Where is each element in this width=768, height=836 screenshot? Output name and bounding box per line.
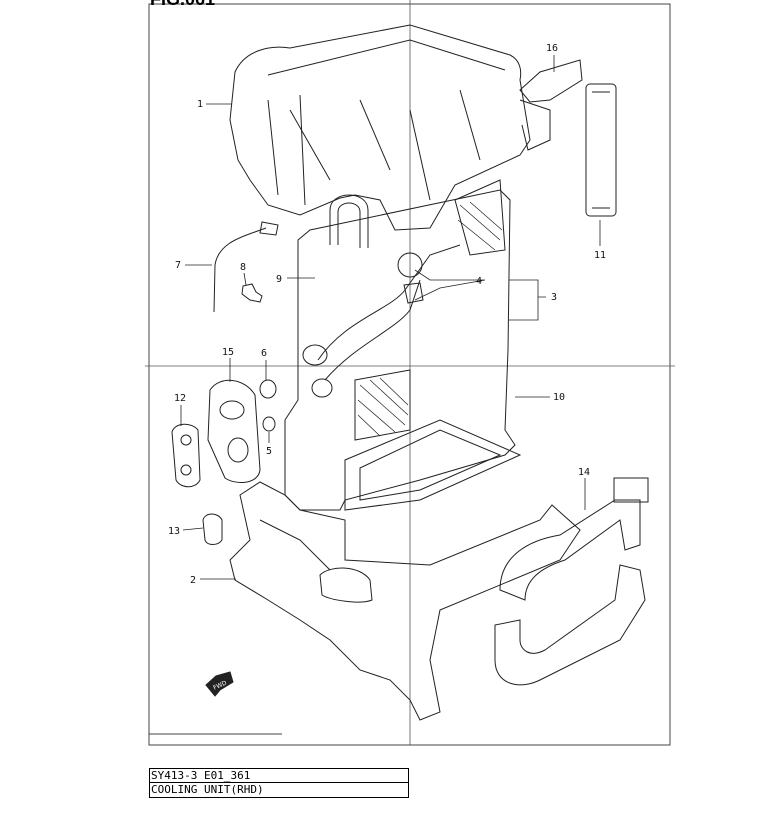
upper-case-ribs — [289, 89, 481, 201]
figure-title: FIG.061 — [150, 0, 215, 9]
upper-case-ridge — [267, 39, 506, 76]
gasket-hole-lower — [227, 437, 249, 463]
drain-case-opening — [319, 567, 373, 603]
valve-ring — [397, 252, 423, 278]
callout-3: 3 — [551, 292, 557, 303]
connector-part8 — [241, 283, 263, 303]
leader-4 — [414, 269, 486, 301]
callout-4: 4 — [476, 276, 482, 287]
gasket-part15 — [207, 380, 261, 483]
callouts: 1 2 3 4 5 6 7 8 9 10 11 12 13 14 15 16 — [168, 43, 606, 586]
lower-case-part10 — [284, 189, 516, 511]
pipe-fitting-lower — [311, 378, 333, 398]
sensor-plug — [259, 221, 279, 236]
hose-cap — [613, 477, 649, 503]
leader-3 — [509, 279, 546, 321]
drain-case-part2 — [229, 481, 581, 721]
u-pipe-outer — [329, 194, 369, 248]
clip-hole-lower — [180, 464, 192, 476]
clip-hole-upper — [180, 434, 192, 446]
callout-5: 5 — [266, 446, 272, 457]
evaporator-hatch — [357, 377, 409, 437]
drain-case-edge — [259, 519, 331, 571]
clip-part12 — [171, 423, 201, 488]
tray — [344, 419, 522, 511]
leader-8 — [243, 272, 247, 286]
sensor-wire-part7 — [213, 227, 267, 313]
callout-10: 10 — [553, 392, 565, 403]
hose-upper-part14 — [499, 499, 641, 601]
bracket-plate — [519, 99, 551, 151]
callout-14: 14 — [578, 467, 590, 478]
diagram-frame — [148, 3, 671, 746]
cooling-unit-drawing — [171, 24, 649, 721]
caption-code: SY413-3 E01_361 — [149, 768, 409, 783]
o-ring-part6 — [259, 379, 277, 399]
callout-1: 1 — [197, 99, 203, 110]
upper-case-part1 — [229, 24, 531, 231]
clamp-part13 — [202, 513, 223, 545]
pipe-fitting-upper — [302, 344, 328, 366]
callout-2: 2 — [190, 575, 196, 586]
callout-8: 8 — [240, 262, 246, 273]
callout-16: 16 — [546, 43, 558, 54]
evaporator-top-hatch — [457, 201, 503, 251]
filter-part11 — [585, 83, 617, 217]
leader-13 — [182, 527, 204, 531]
callout-11: 11 — [594, 250, 606, 261]
callout-15: 15 — [222, 347, 234, 358]
pipe-lower — [324, 279, 421, 381]
callout-6: 6 — [261, 348, 267, 359]
valve-body — [403, 282, 424, 304]
caption-name: COOLING UNIT(RHD) — [149, 783, 409, 798]
callout-7: 7 — [175, 260, 181, 271]
callout-9: 9 — [276, 274, 282, 285]
leader-lines — [180, 55, 601, 580]
fwd-arrow — [205, 671, 234, 697]
u-pipe-inner — [337, 202, 361, 248]
callout-13: 13 — [168, 526, 180, 537]
filter-edges — [592, 91, 610, 209]
pipe-upper — [317, 244, 461, 361]
upper-case-front-lines — [267, 94, 306, 206]
tray-inner — [359, 429, 502, 501]
callout-12: 12 — [174, 393, 186, 404]
evaporator-top — [454, 179, 506, 256]
bracket-part16 — [519, 59, 583, 103]
gasket-hole-upper — [219, 400, 245, 420]
hose-lower-part14 — [494, 564, 646, 686]
o-ring-part5 — [262, 416, 276, 432]
evaporator-core — [354, 369, 411, 441]
